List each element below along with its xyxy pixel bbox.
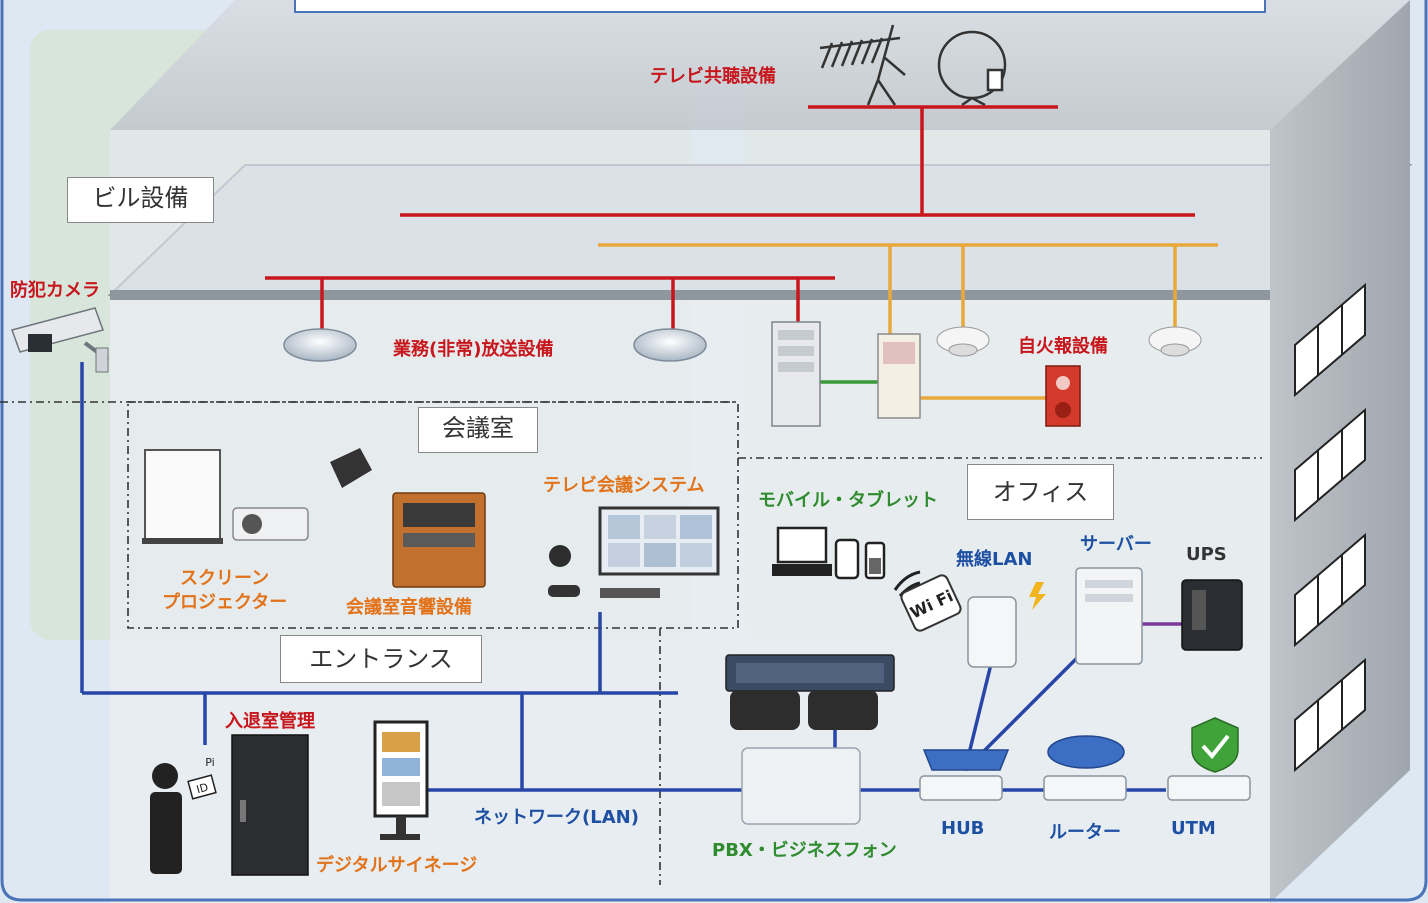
projector-icon [232, 507, 309, 541]
label-access-control: 入退室管理 [225, 711, 315, 732]
label-mobile: モバイル・タブレット [758, 490, 938, 511]
antenna-icon [819, 24, 906, 106]
label-wireless-lan: 無線LAN [956, 549, 1033, 570]
building-roof [110, 0, 1410, 130]
label-tv-conference: テレビ会議システム [543, 475, 705, 496]
digital-signage-icon [373, 720, 429, 840]
pbx-unit-icon [741, 747, 861, 825]
area-entrance: エントランス [280, 635, 482, 683]
red-lines [265, 105, 1195, 332]
label-security-camera: 防犯カメラ [10, 280, 100, 301]
person-icon [150, 763, 182, 874]
label-screen: スクリーン [180, 568, 270, 589]
smoke-detector-icon [1148, 326, 1202, 357]
label-broadcast: 業務(非常)放送設備 [393, 339, 554, 360]
utm-icon [1167, 717, 1251, 801]
area-meeting-room: 会議室 [418, 407, 538, 453]
audio-rack-icon [392, 492, 486, 588]
label-tv-antenna: テレビ共聴設備 [650, 66, 776, 87]
server-icon [1075, 567, 1143, 665]
security-door-icon [231, 734, 309, 876]
laptop-icon [772, 526, 832, 576]
fire-alarm-panel-icon [877, 333, 921, 419]
security-camera-icon [11, 307, 110, 373]
smartphone-icon [834, 538, 860, 580]
title-box [294, 0, 1266, 13]
area-office: オフィス [967, 464, 1114, 520]
side-windows [1294, 282, 1366, 773]
fire-alarm-button-icon [1045, 365, 1081, 427]
ceiling-speaker-icon [283, 328, 357, 362]
label-ups: UPS [1186, 544, 1227, 565]
upper-floor-front [110, 130, 1270, 295]
id-card-text: ID [195, 781, 210, 797]
label-pbx: PBX・ビジネスフォン [712, 840, 897, 861]
label-signage: デジタルサイネージ [316, 855, 478, 876]
label-fire-alarm: 自火報設備 [1018, 336, 1108, 357]
label-utm: UTM [1171, 818, 1216, 839]
ups-icon [1181, 579, 1243, 651]
tv-conference-icon [548, 506, 720, 598]
wifi-icon: Wi Fi [893, 570, 962, 632]
wireless-router-icon [967, 582, 1046, 668]
label-router: ルーター [1049, 822, 1121, 843]
wall-speaker-icon [330, 448, 372, 488]
label-meeting-audio: 会議室音響設備 [346, 597, 472, 618]
orange-lines [598, 243, 1218, 400]
router-icon [1043, 735, 1127, 801]
label-server: サーバー [1080, 534, 1152, 555]
broadcast-rack-icon [771, 321, 821, 427]
blue-lines [80, 362, 1166, 792]
id-card-icon: ID Pi [187, 756, 217, 800]
room-boundaries [0, 401, 1262, 885]
business-phone-icon [730, 690, 878, 730]
mobile-phone-icon [864, 541, 886, 580]
label-hub: HUB [941, 818, 985, 839]
satellite-dish-icon [937, 30, 1007, 107]
area-building-equipment: ビル設備 [67, 177, 214, 223]
pi-text: Pi [205, 756, 214, 769]
hub-icon [919, 749, 1010, 801]
smoke-detector-icon [936, 326, 990, 357]
pbx-icon [725, 654, 895, 692]
ceiling-speaker-icon [633, 328, 707, 362]
label-projector: プロジェクター [162, 592, 288, 613]
label-network: ネットワーク(LAN) [474, 807, 639, 828]
projection-screen-icon [142, 449, 223, 544]
